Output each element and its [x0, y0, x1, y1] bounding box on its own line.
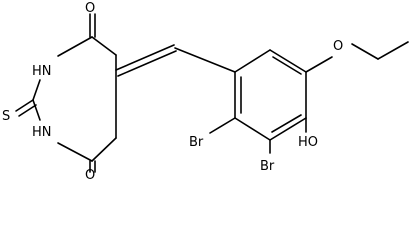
bond-c4-c5 — [91, 36, 117, 56]
atom-br-left: Br — [189, 135, 204, 150]
bond-methine-aryl — [174, 47, 236, 73]
bond-n1-c6 — [57, 142, 93, 162]
bond-ar5-ar6 — [234, 117, 271, 141]
atom-o-top: O — [85, 1, 95, 16]
atom-n-lower: HN — [32, 125, 52, 140]
atom-s: S — [2, 109, 10, 124]
bond-ar3-o-ether — [305, 56, 333, 73]
atom-n-upper: HN — [32, 64, 52, 79]
bond-c4-n3 — [57, 36, 93, 57]
bond-o-ch2 — [351, 43, 379, 60]
atom-o-bottom: O — [85, 168, 95, 179]
bond-n3-c2 — [32, 79, 41, 101]
bond-c5-methine-line-a — [115, 44, 175, 71]
structure-diagram: O O HN HN S O HO Br Br — [2, 1, 409, 179]
atom-br-bottom: Br — [260, 159, 275, 174]
bond-c2-n1 — [32, 99, 41, 121]
bond-ar4-ar5-inner — [271, 114, 302, 133]
bond-ar4-ar5 — [269, 117, 307, 141]
atom-oh: HO — [298, 135, 318, 150]
bond-ch2-ch3 — [377, 41, 409, 60]
bond-c5-methine-line-b — [117, 50, 177, 77]
bond-c6-c5 — [91, 137, 117, 162]
bond-ar6-br — [209, 117, 236, 134]
bond-c2-s-line-a — [15, 99, 34, 112]
atom-o-ether: O — [333, 39, 343, 54]
bond-ar1-ar2 — [234, 49, 271, 73]
bond-ar2-ar3 — [269, 49, 307, 73]
bond-c2-s-line-b — [18, 104, 37, 117]
bond-ar2-ar3-inner — [272, 56, 302, 75]
molecule-drawing: O O HN HN S O HO Br Br — [2, 1, 409, 179]
